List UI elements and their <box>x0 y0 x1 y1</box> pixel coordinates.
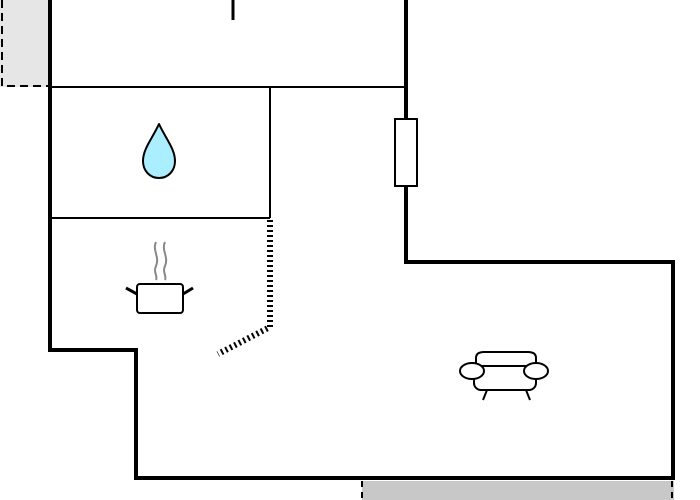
armchair-arm-left <box>459 362 485 380</box>
armchair-leg-right <box>525 389 531 401</box>
exterior-area-bottom <box>362 481 674 500</box>
armchair-arm-right <box>523 362 549 380</box>
armchair-icon <box>459 351 549 401</box>
exterior-area-top-left <box>0 0 49 87</box>
exterior-areas <box>0 0 674 500</box>
window <box>394 118 418 187</box>
outer-walls <box>48 0 675 480</box>
outer-wall-left <box>48 0 675 480</box>
armchair-leg-left <box>482 389 488 401</box>
pot-body <box>136 283 184 314</box>
pot-handle-left <box>125 286 138 296</box>
open-passage-dotted <box>216 220 273 357</box>
exterior-area-bottom-dash <box>361 481 673 500</box>
cooking-pot-icon <box>125 241 194 314</box>
exterior-area-top-left-dash <box>1 0 49 87</box>
interior-walls <box>48 0 406 219</box>
steam-lines <box>153 241 168 281</box>
water-drop-icon <box>142 123 176 179</box>
pot-handle-right <box>182 286 194 296</box>
